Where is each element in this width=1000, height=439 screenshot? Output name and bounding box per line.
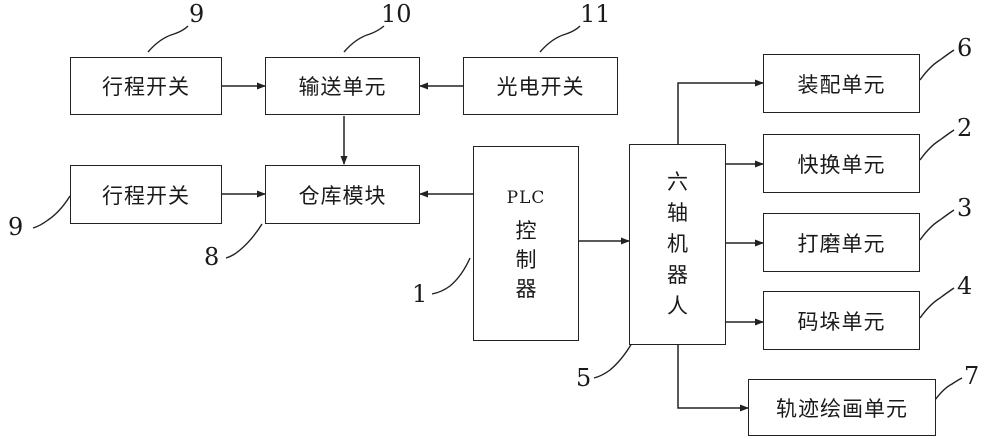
ref-number-photo-switch: 11	[580, 0, 611, 28]
travel-switch-bottom-block: 行程开关	[70, 165, 222, 224]
leader-6	[919, 49, 955, 81]
assembly-unit-block: 装配单元	[763, 54, 920, 113]
arrow-robot-to-assembly	[677, 79, 764, 144]
grinding-unit-label: 打磨单元	[797, 231, 886, 256]
ref-number-warehouse-module: 8	[204, 243, 220, 271]
ref-number-quick-change-unit: 2	[957, 114, 973, 142]
conveyor-unit-label: 输送单元	[298, 75, 387, 99]
ref-number-assembly-unit: 6	[957, 34, 973, 62]
leader-2	[919, 129, 955, 161]
stacking-unit-block: 码垛单元	[763, 291, 920, 350]
ref-number-robot: 5	[576, 364, 592, 392]
robot-char: 六	[667, 170, 688, 194]
warehouse-module-label: 仓库模块	[298, 183, 387, 208]
robot-char: 轴	[667, 201, 688, 225]
plc-controller-block: PLC 控 制 器	[473, 146, 579, 341]
photo-switch-label: 光电开关	[496, 75, 585, 99]
conveyor-unit-block: 输送单元	[265, 57, 420, 115]
stacking-unit-label: 码垛单元	[797, 309, 886, 334]
warehouse-module-block: 仓库模块	[265, 165, 420, 224]
leader-5	[593, 342, 633, 379]
travel-switch-top-block: 行程开关	[70, 57, 222, 115]
leader-9-bottom	[32, 195, 71, 229]
leader-4	[919, 287, 955, 319]
leader-7	[934, 377, 963, 401]
leader-8	[225, 223, 263, 259]
plc-char: 制	[515, 247, 537, 272]
assembly-unit-label: 装配单元	[797, 72, 886, 97]
plc-char: 控	[515, 218, 537, 243]
travel-switch-top-label: 行程开关	[102, 75, 190, 99]
ref-number-travel-switch-top: 9	[189, 0, 205, 28]
robot-char: 器	[667, 263, 688, 287]
leader-3	[919, 209, 955, 241]
photo-switch-block: 光电开关	[463, 57, 618, 115]
leader-9-top	[147, 25, 189, 53]
ref-number-trajectory-unit: 7	[964, 362, 980, 390]
plc-char: 器	[515, 276, 537, 301]
quick-change-unit-block: 快换单元	[763, 134, 920, 193]
ref-number-stacking-unit: 4	[957, 272, 973, 300]
grinding-unit-block: 打磨单元	[763, 213, 920, 272]
robot-char: 人	[667, 294, 688, 318]
leader-1	[431, 257, 471, 295]
trajectory-drawing-unit-label: 轨迹绘画单元	[776, 396, 908, 421]
travel-switch-bottom-label: 行程开关	[102, 183, 190, 208]
arrow-robot-to-trajectory	[677, 345, 749, 412]
plc-title: PLC	[506, 187, 546, 208]
leader-11	[539, 25, 581, 53]
ref-number-plc: 1	[412, 280, 428, 308]
ref-number-grinding-unit: 3	[957, 194, 973, 222]
leader-10	[343, 25, 385, 53]
quick-change-unit-label: 快换单元	[797, 152, 886, 177]
ref-number-conveyor-unit: 10	[381, 0, 412, 28]
ref-number-travel-switch-bottom: 9	[8, 213, 24, 241]
six-axis-robot-block: 六 轴 机 器 人	[629, 144, 726, 345]
robot-char: 机	[667, 232, 688, 256]
trajectory-drawing-unit-block: 轨迹绘画单元	[748, 379, 936, 436]
